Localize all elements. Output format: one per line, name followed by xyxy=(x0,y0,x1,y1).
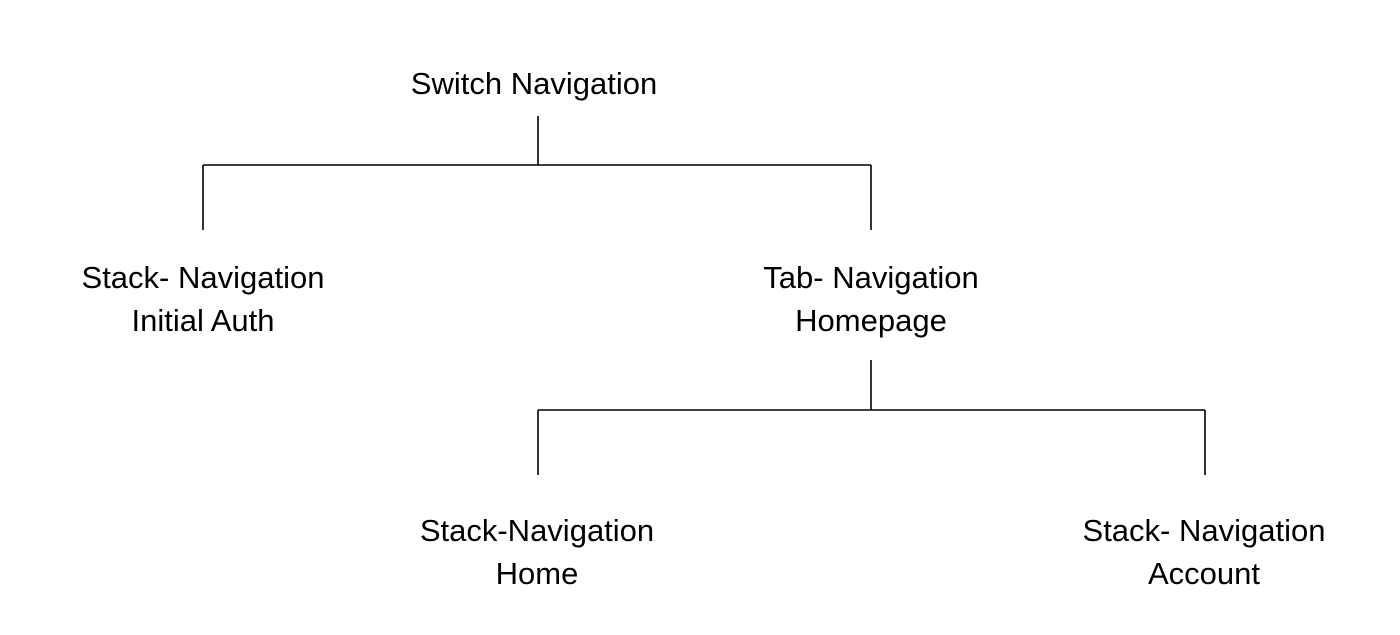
node-stack-navigation-initial-auth: Stack- Navigation Initial Auth xyxy=(3,256,403,342)
node-label-line: Tab- Navigation xyxy=(763,260,979,295)
node-label-line: Stack- Navigation xyxy=(1082,513,1326,548)
node-tab-navigation-homepage: Tab- Navigation Homepage xyxy=(671,256,1071,342)
node-switch-navigation: Switch Navigation xyxy=(334,62,734,105)
node-label-line: Switch Navigation xyxy=(410,66,658,101)
node-label-line: Stack- Navigation xyxy=(81,260,325,295)
node-label-line: Account xyxy=(1147,556,1260,591)
node-label-line: Stack-Navigation xyxy=(419,513,655,548)
node-stack-navigation-home: Stack-Navigation Home xyxy=(337,509,737,595)
node-label-line: Home xyxy=(495,556,579,591)
node-label-line: Homepage xyxy=(795,303,947,338)
node-label-line: Initial Auth xyxy=(131,303,275,338)
node-stack-navigation-account: Stack- Navigation Account xyxy=(1004,509,1400,595)
